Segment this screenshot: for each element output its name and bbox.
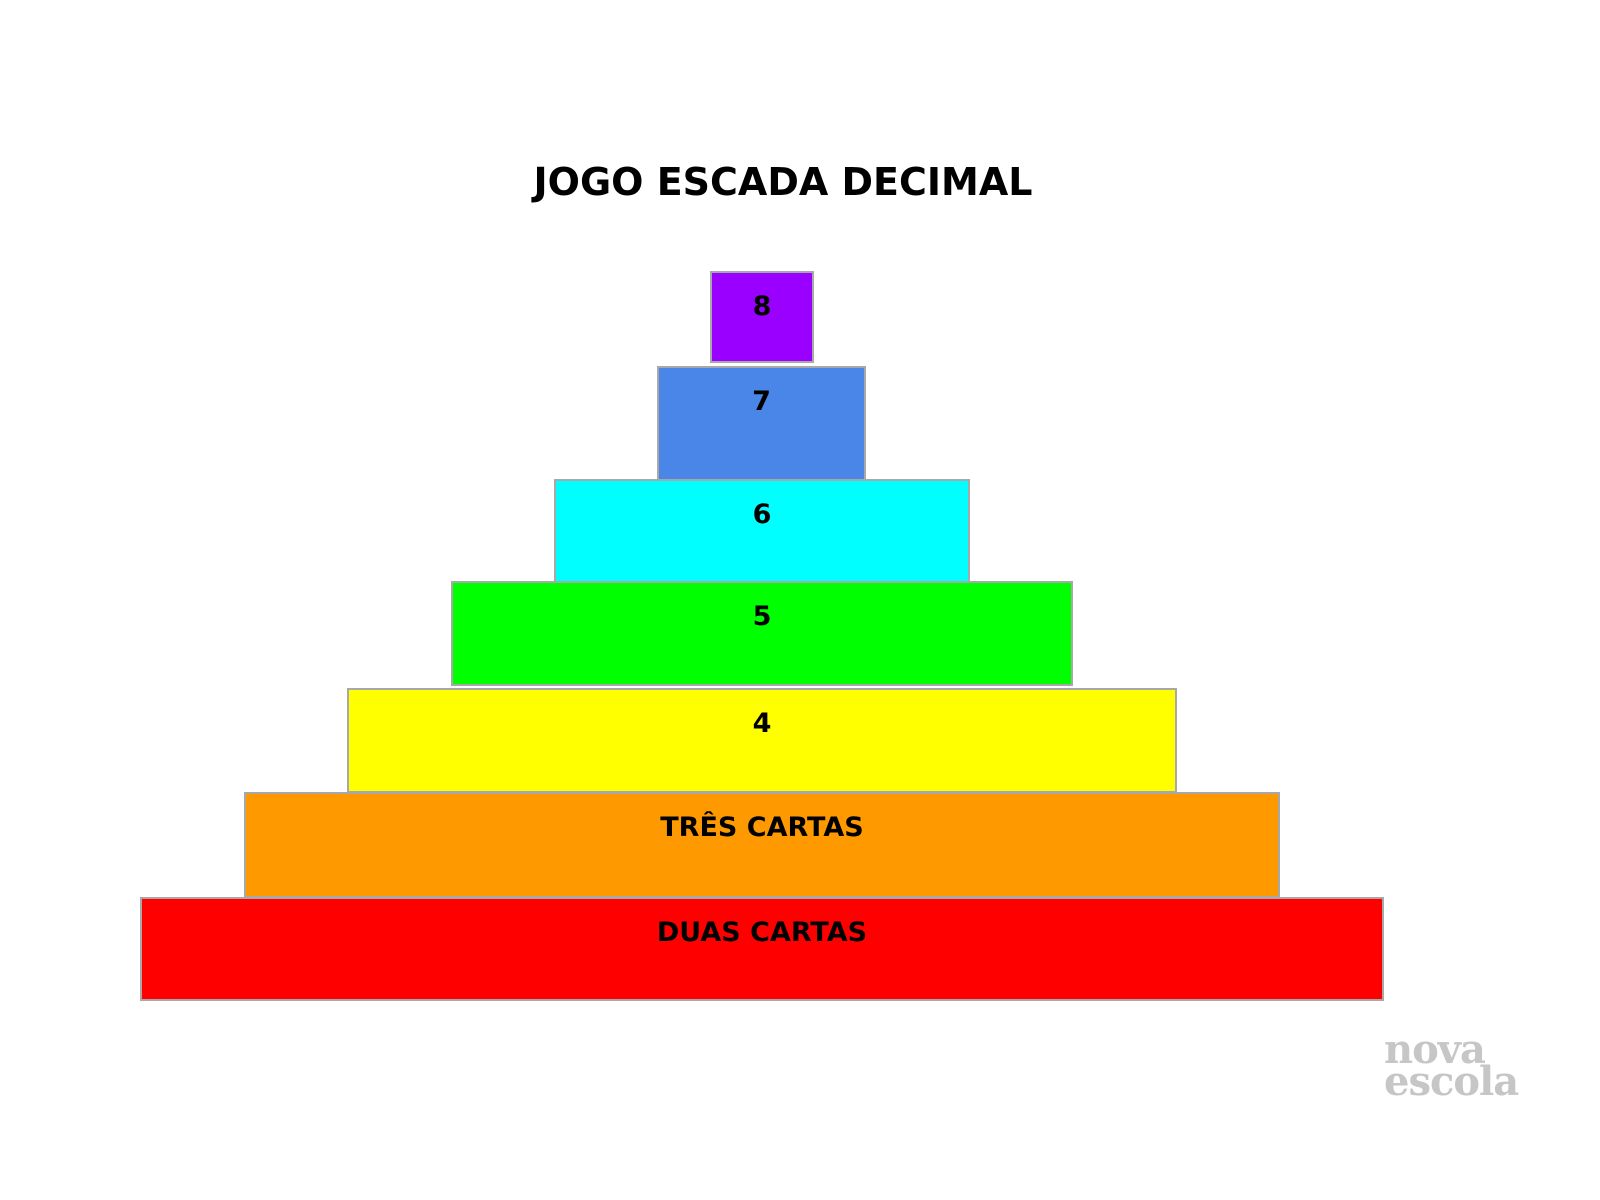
step-5: 5	[451, 581, 1073, 686]
logo-line-2: escola	[1384, 1058, 1519, 1105]
nova-escola-logo: nova escola	[1384, 1026, 1519, 1105]
step-8: 8	[710, 271, 814, 363]
page-title: JOGO ESCADA DECIMAL	[533, 160, 1033, 204]
step-4: 4	[347, 688, 1177, 793]
step-label: 8	[752, 291, 772, 322]
step-label: 4	[752, 708, 772, 739]
step-duas-cartas: DUAS CARTAS	[140, 897, 1384, 1001]
step-label: 7	[752, 386, 771, 417]
step-label: 5	[752, 601, 772, 632]
step-tres-cartas: TRÊS CARTAS	[244, 792, 1280, 898]
step-7: 7	[657, 366, 866, 481]
step-label: 6	[752, 499, 772, 530]
step-label: DUAS CARTAS	[656, 917, 868, 948]
step-label: TRÊS CARTAS	[660, 812, 864, 843]
step-6: 6	[554, 479, 970, 584]
logo-line-1: nova	[1384, 1026, 1486, 1073]
